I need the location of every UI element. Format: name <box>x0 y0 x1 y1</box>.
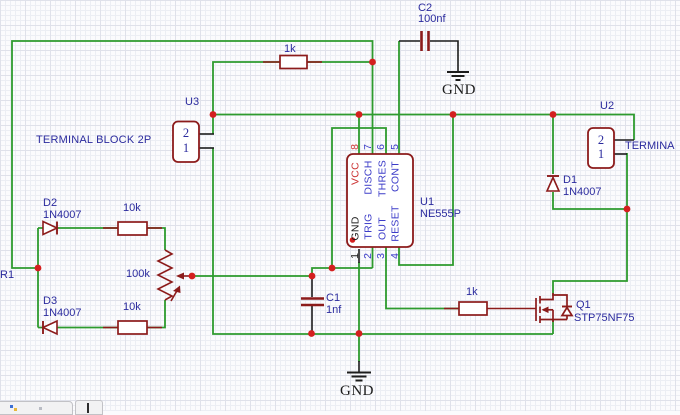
potentiometer-100k[interactable] <box>156 249 192 302</box>
ic-pin-number-7: 7 <box>361 143 374 150</box>
ic-pin-number-8: 8 <box>348 143 361 150</box>
ic-pin-number-4: 4 <box>388 253 401 259</box>
resistors[interactable] <box>117 54 488 335</box>
u3-name-label[interactable]: TERMINAL BLOCK 2P <box>36 134 152 146</box>
taskbar-dot-icon <box>39 407 42 410</box>
resistor-1k-gate <box>458 301 488 316</box>
u1-value-label[interactable]: NE555P <box>420 208 461 220</box>
d2-ref-label[interactable]: D2 <box>43 197 58 209</box>
r1-ref-label[interactable]: R1 <box>0 269 15 281</box>
gnd-symbol-top[interactable] <box>447 71 469 81</box>
resistor-10k-top <box>117 221 148 236</box>
diode-d1[interactable] <box>545 175 561 192</box>
pot-value-label[interactable]: 100k <box>126 268 150 280</box>
r10k-top-value-label[interactable]: 10k <box>123 202 141 214</box>
resistor-leads <box>103 61 536 329</box>
u3-pin1-label: 1 <box>182 140 190 155</box>
junction-dots <box>34 58 631 337</box>
ic-pin-number-5: 5 <box>388 143 401 150</box>
resistor-10k-bottom <box>117 320 148 335</box>
terminal-block-u2[interactable] <box>587 127 615 169</box>
r-top-value-label[interactable]: 1k <box>284 43 296 55</box>
mosfet-q1[interactable] <box>535 293 574 323</box>
ic-pin-number-3: 3 <box>375 253 387 259</box>
u1-ref-label[interactable]: U1 <box>420 196 435 208</box>
windows-logo-icon-2 <box>14 408 17 411</box>
r10k-bot-value-label[interactable]: 10k <box>123 301 141 313</box>
c2-value-label[interactable]: 100nf <box>418 13 446 25</box>
u3-pin2-label: 2 <box>182 126 190 140</box>
ic-ne555-body[interactable] <box>346 153 414 248</box>
capacitor-c1[interactable] <box>301 297 324 307</box>
d1-value-label[interactable]: 1N4007 <box>563 186 602 198</box>
ic-pin-number-2: 2 <box>361 253 374 259</box>
u2-ref-label[interactable]: U2 <box>600 100 615 112</box>
d1-ref-label[interactable]: D1 <box>563 174 578 186</box>
ic-pin-number-1: 1 <box>348 253 361 259</box>
wires[interactable] <box>11 40 635 362</box>
r-gate-value-label[interactable]: 1k <box>466 286 478 298</box>
u2-pin2-label: 2 <box>597 133 605 147</box>
gnd-symbol-bottom[interactable] <box>347 371 371 382</box>
ic-pin1-marker <box>349 237 356 243</box>
gnd-top-label[interactable]: GND <box>442 82 476 98</box>
c1-value-label[interactable]: 1nf <box>326 304 342 316</box>
d3-value-label[interactable]: 1N4007 <box>43 307 82 319</box>
d2-value-label[interactable]: 1N4007 <box>43 209 82 221</box>
taskbar-tab-fragment[interactable] <box>75 400 103 415</box>
u2-pin1-label: 1 <box>597 146 605 161</box>
c2-ref-label[interactable]: C2 <box>418 2 433 14</box>
q1-value-label[interactable]: STP75NF75 <box>574 312 635 324</box>
diode-d3[interactable] <box>41 319 58 336</box>
ic-pin-number-6: 6 <box>375 143 387 150</box>
d3-ref-label[interactable]: D3 <box>43 295 58 307</box>
u2-name-label[interactable]: TERMINA <box>625 140 675 152</box>
gnd-bottom-label[interactable]: GND <box>340 383 374 399</box>
windows-logo-icon[interactable] <box>10 405 13 408</box>
q1-ref-label[interactable]: Q1 <box>576 299 591 311</box>
cursor-icon <box>87 403 89 413</box>
terminal-block-u3[interactable] <box>172 120 200 163</box>
black-leads <box>199 40 634 372</box>
resistor-1k-top <box>279 54 308 70</box>
taskbar-fragment[interactable] <box>0 401 73 415</box>
u3-ref-label[interactable]: U3 <box>185 96 200 108</box>
c1-ref-label[interactable]: C1 <box>326 292 341 304</box>
capacitor-c2[interactable] <box>420 31 430 51</box>
diode-d2[interactable] <box>42 220 59 236</box>
